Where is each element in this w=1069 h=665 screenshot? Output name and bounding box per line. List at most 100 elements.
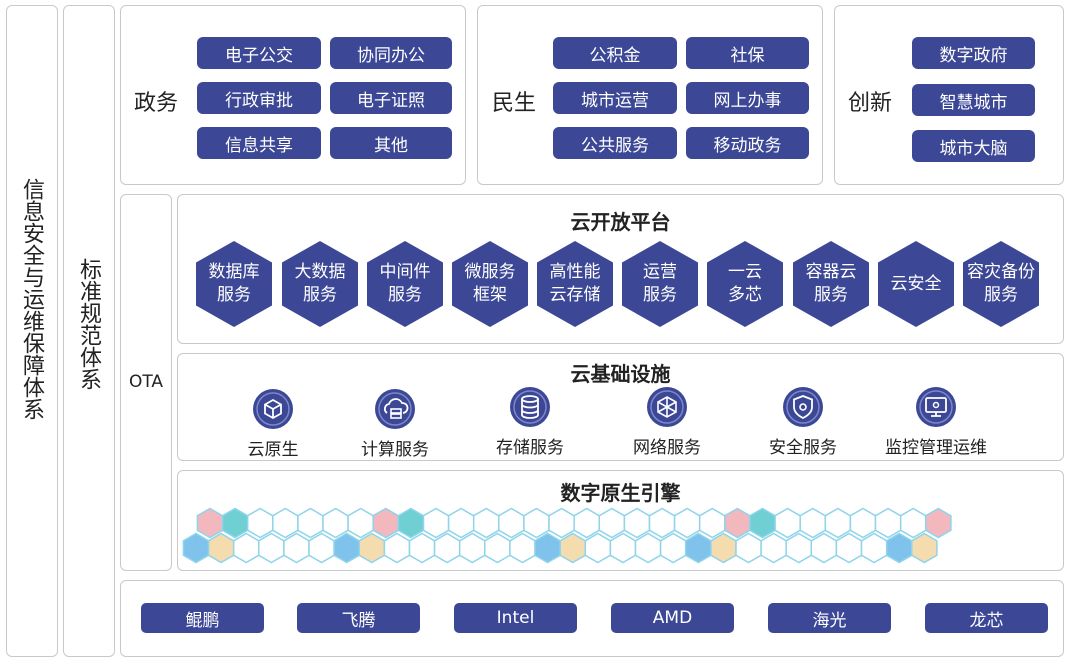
honeycomb-cell (196, 507, 224, 539)
platform-service-hex[interactable]: 高性能 云存储 (537, 241, 613, 327)
cloud-server-icon (375, 389, 415, 429)
honeycomb-cell (408, 532, 436, 564)
honeycomb-cell (358, 532, 386, 564)
monitor-icon (916, 387, 956, 427)
life-item-0[interactable]: 公积金 (553, 37, 677, 69)
security-panel (6, 5, 58, 657)
chip-intel[interactable]: Intel (454, 603, 577, 633)
honeycomb-pattern (182, 507, 952, 564)
honeycomb-cell (372, 507, 400, 539)
honeycomb-cell (548, 507, 575, 539)
honeycomb-cell (835, 532, 863, 564)
platform-service-hex[interactable]: 一云 多芯 (707, 241, 783, 327)
honeycomb-cell (810, 532, 838, 564)
svc-security[interactable]: 安全服务 (728, 385, 878, 458)
honeycomb-cell (684, 532, 712, 564)
honeycomb-cell (383, 532, 411, 564)
gov-item-0[interactable]: 电子公交 (197, 37, 321, 69)
chip-panel (120, 580, 1064, 657)
honeycomb-cell (609, 532, 637, 564)
innov-item-1[interactable]: 智慧城市 (912, 84, 1035, 116)
honeycomb-cell (749, 507, 776, 539)
innov-item-2[interactable]: 城市大脑 (912, 130, 1035, 162)
network-icon (647, 387, 687, 427)
honeycomb-cell (598, 507, 626, 539)
svc-label: 安全服务 (769, 438, 837, 458)
chip-kunpeng[interactable]: 鲲鹏 (141, 603, 264, 633)
life-item-5[interactable]: 移动政务 (686, 127, 809, 159)
honeycomb-cell (860, 532, 888, 564)
gov-item-2[interactable]: 行政审批 (197, 82, 321, 114)
honeycomb-cell (659, 532, 687, 564)
honeycomb-cell (824, 507, 852, 539)
honeycomb-cell (297, 507, 324, 539)
svc-network[interactable]: 网络服务 (592, 385, 742, 458)
shield-icon (783, 387, 823, 427)
chip-amd[interactable]: AMD (611, 603, 734, 633)
honeycomb-cell (347, 507, 374, 539)
platform-service-hex[interactable]: 容灾备份 服务 (963, 241, 1039, 327)
svc-compute[interactable]: 计算服务 (320, 387, 470, 460)
chip-loongson[interactable]: 龙芯 (925, 603, 1048, 633)
honeycomb-cell (221, 507, 249, 539)
group-government-label: 政务 (134, 91, 179, 116)
platform-service-hex[interactable]: 云安全 (878, 241, 954, 327)
gov-item-5[interactable]: 其他 (330, 127, 452, 159)
life-item-4[interactable]: 公共服务 (553, 127, 677, 159)
honeycomb-cell (232, 532, 260, 564)
honeycomb-cell (735, 532, 762, 564)
honeycomb-cell (258, 532, 285, 564)
honeycomb-cell (308, 532, 335, 564)
svc-storage[interactable]: 存储服务 (455, 385, 605, 458)
honeycomb-cell (799, 507, 827, 539)
honeycomb-cell (634, 532, 662, 564)
life-item-1[interactable]: 社保 (686, 37, 809, 69)
engine-title: 数字原生引擎 (560, 481, 681, 505)
platform-service-hex[interactable]: 运营 服务 (622, 241, 698, 327)
honeycomb-cell (698, 507, 726, 539)
database-icon (510, 387, 550, 427)
life-item-3[interactable]: 网上办事 (686, 82, 809, 114)
chip-hygon[interactable]: 海光 (768, 603, 891, 633)
honeycomb-cell (710, 532, 737, 564)
honeycomb-cell (724, 507, 751, 539)
open-platform-title: 云开放平台 (570, 210, 671, 234)
honeycomb-cell (849, 507, 877, 539)
honeycomb-cell (498, 507, 525, 539)
standards-panel (63, 5, 115, 657)
svc-label: 存储服务 (496, 438, 564, 458)
honeycomb-cell (785, 532, 813, 564)
gov-item-3[interactable]: 电子证照 (330, 82, 452, 114)
honeycomb-cell (333, 532, 360, 564)
infrastructure-title: 云基础设施 (570, 362, 671, 386)
honeycomb-cell (484, 532, 511, 564)
group-livelihood-label: 民生 (492, 91, 537, 116)
platform-service-hex[interactable]: 容器云 服务 (793, 241, 869, 327)
honeycomb-cell (272, 507, 299, 539)
svc-label: 网络服务 (633, 438, 701, 458)
honeycomb-cell (925, 507, 952, 539)
chip-feiteng[interactable]: 飞腾 (297, 603, 420, 633)
honeycomb-cell (874, 507, 902, 539)
honeycomb-cell (283, 532, 310, 564)
ota-label: OTA (128, 372, 164, 392)
life-item-2[interactable]: 城市运营 (553, 82, 677, 114)
gov-item-1[interactable]: 协同办公 (330, 37, 452, 69)
honeycomb-cell (246, 507, 274, 539)
svc-label: 计算服务 (361, 440, 429, 460)
honeycomb-cell (433, 532, 461, 564)
honeycomb-cell (885, 532, 913, 564)
honeycomb-cell (911, 532, 938, 564)
svc-monitor[interactable]: 监控管理运维 (861, 385, 1011, 458)
ota-panel (120, 194, 172, 571)
honeycomb-cell (523, 507, 550, 539)
innov-item-0[interactable]: 数字政府 (912, 37, 1035, 69)
group-innovation-label: 创新 (848, 91, 893, 116)
honeycomb-cell (760, 532, 787, 564)
honeycomb-cell (422, 507, 450, 539)
honeycomb-cell (573, 507, 601, 539)
svc-cloud-native[interactable]: 云原生 (198, 387, 348, 460)
honeycomb-cell (182, 532, 210, 564)
gov-item-4[interactable]: 信息共享 (197, 127, 321, 159)
honeycomb-cell (648, 507, 676, 539)
